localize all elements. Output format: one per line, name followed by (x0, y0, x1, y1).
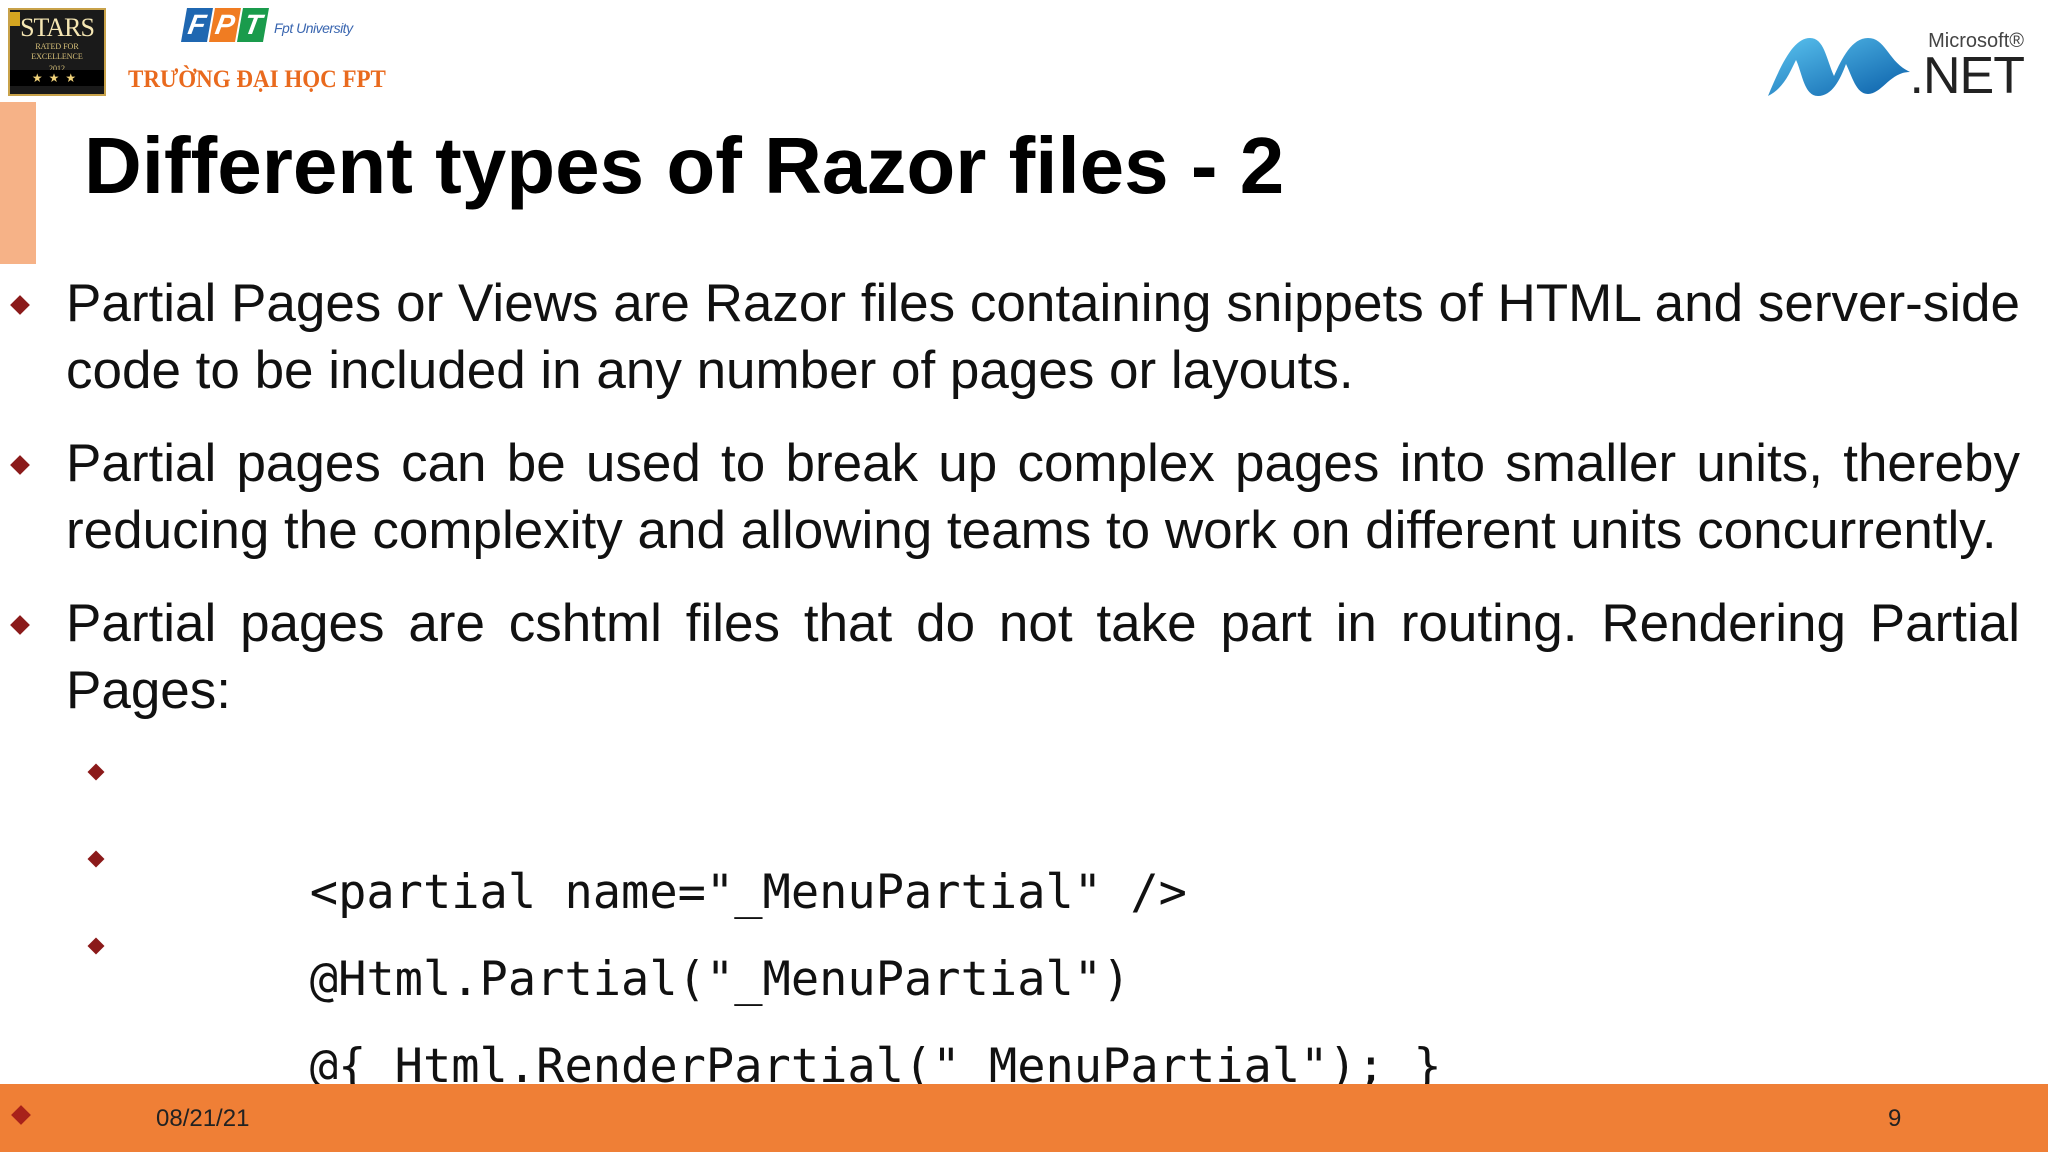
diamond-bullet-icon (10, 455, 30, 475)
bullet-item: Partial pages can be used to break up co… (0, 430, 2048, 564)
code-snippet: <partial name="_MenuPartial" /> (309, 865, 1187, 920)
slide-footer: 08/21/21 9 (0, 1084, 2048, 1152)
slide-content: Partial Pages or Views are Razor files c… (0, 270, 2048, 1094)
slide-title: Different types of Razor files - 2 (84, 121, 1285, 210)
diamond-bullet-icon (10, 615, 30, 635)
net-wave-icon (1768, 38, 1910, 96)
bullet-text: Partial pages are cshtml files that do n… (66, 594, 2020, 720)
bullet-text: Partial Pages or Views are Razor files c… (66, 274, 2020, 400)
bullet-item: Partial pages are cshtml files that do n… (0, 590, 2048, 724)
footer-date: 08/21/21 (156, 1105, 250, 1132)
footer-page-number: 9 (1888, 1105, 1902, 1132)
code-snippet: @Html.Partial("_MenuPartial") (309, 952, 1131, 1007)
fpt-vietnamese-name: TRƯỜNG ĐẠI HỌC FPT (128, 66, 386, 93)
bullet-text: Partial pages can be used to break up co… (66, 434, 2020, 560)
diamond-bullet-icon (87, 763, 105, 781)
diamond-bullet-icon (10, 295, 30, 315)
stars-logo-title: STARS (20, 13, 95, 42)
sub-bullet-item: @Html.Partial("_MenuPartial") (0, 825, 2048, 1007)
fpt-university-logo: F P T Fpt University TRƯỜNG ĐẠI HỌC FPT (124, 2, 386, 102)
code-sub-list: <partial name="_MenuPartial" /> @Html.Pa… (0, 738, 2048, 1094)
stars-logo: STARS RATED FOR EXCELLENCE 2012 ★★★ (8, 8, 106, 96)
fpt-university-label: Fpt University (274, 20, 353, 36)
fpt-letter-p: P (209, 8, 241, 42)
fpt-letter-blocks: F P T (181, 8, 269, 52)
sub-bullet-item: <partial name="_MenuPartial" /> (0, 738, 2048, 920)
diamond-bullet-icon (87, 937, 105, 955)
microsoft-label: Microsoft® (1928, 30, 2024, 52)
footer-diamond-icon (11, 1105, 31, 1125)
fpt-letter-f: F (181, 8, 213, 42)
diamond-bullet-icon (87, 850, 105, 868)
stars-gold-mark (10, 12, 20, 26)
stars-logo-band: ★★★ (10, 70, 104, 86)
sub-bullet-item: @{ Html.RenderPartial("_MenuPartial"); } (0, 912, 2048, 1094)
bullet-item: Partial Pages or Views are Razor files c… (0, 270, 2048, 404)
net-label: .NET (1909, 47, 2025, 105)
title-accent-bar (0, 102, 36, 264)
stars-logo-year: 2012 (49, 64, 65, 73)
microsoft-net-logo: Microsoft® .NET (1764, 24, 2025, 105)
stars-logo-subtitle: RATED FOR EXCELLENCE (31, 42, 83, 61)
fpt-letter-t: T (237, 8, 269, 42)
